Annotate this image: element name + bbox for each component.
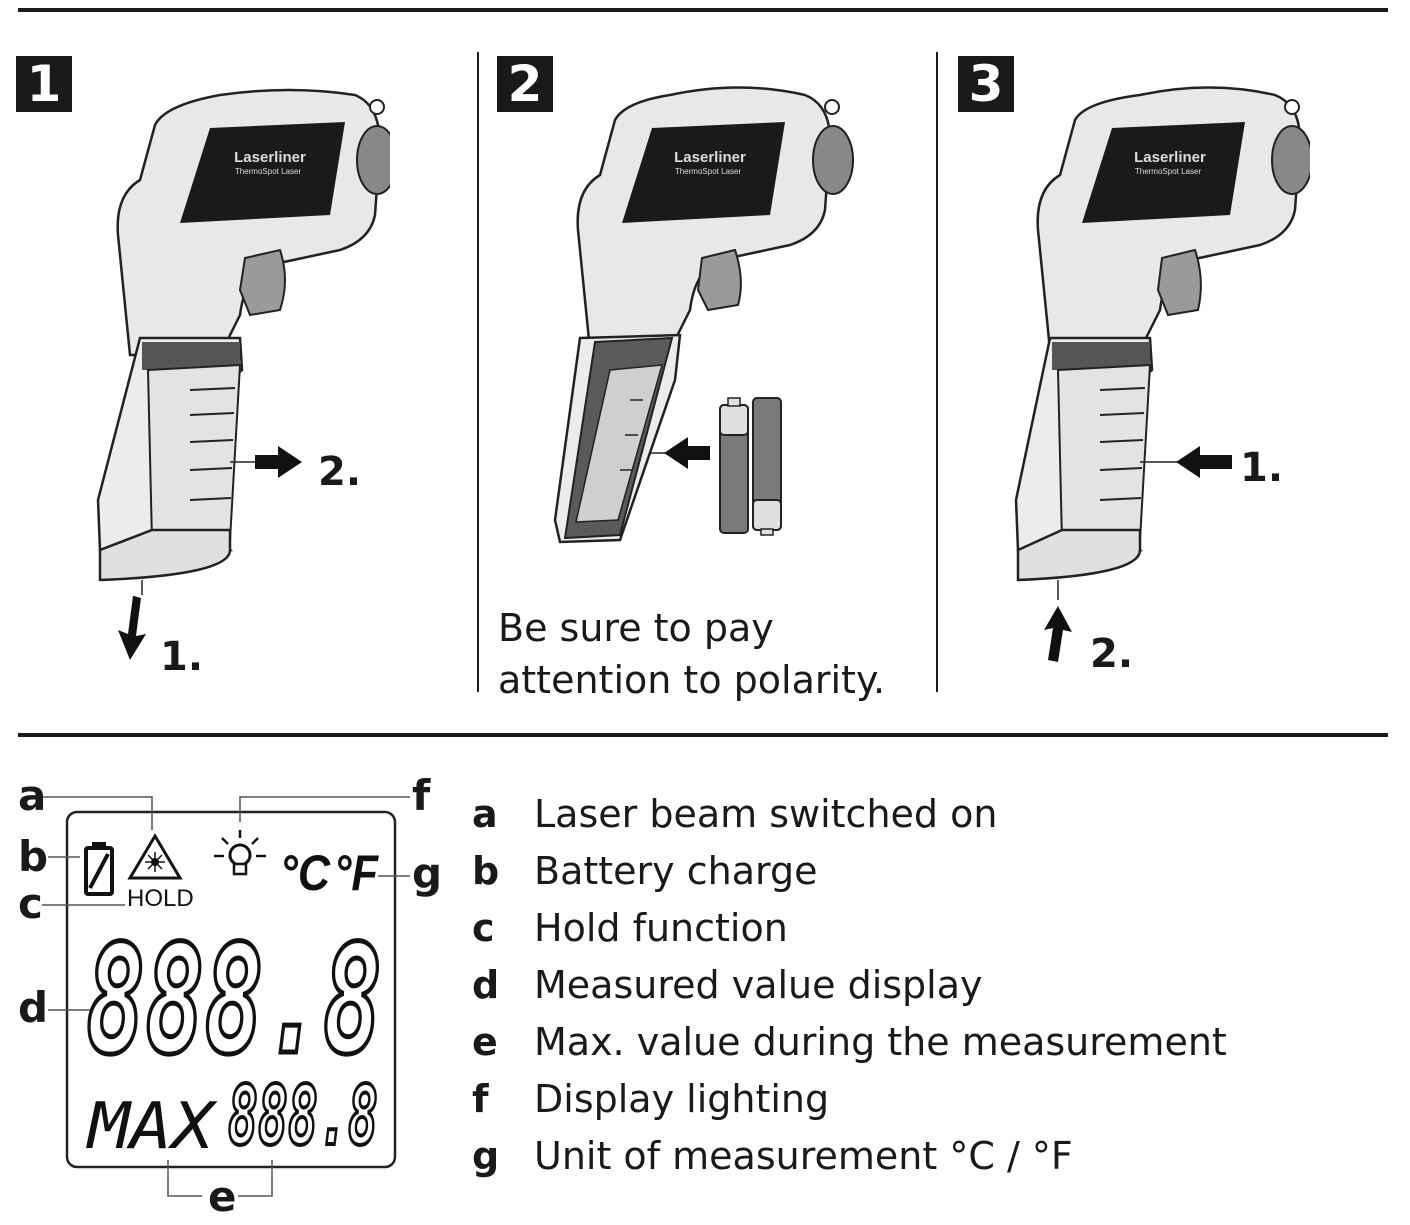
step-2-brand: Laserliner [674, 149, 746, 166]
middle-rule [18, 733, 1388, 737]
legend-key: a [472, 792, 498, 836]
divider-1-2 [477, 52, 479, 692]
legend-key: c [472, 906, 495, 950]
divider-2-3 [936, 52, 938, 692]
lcd-display: HOLD °C °F 888.8 MAX 888.8 [42, 796, 410, 1197]
lcd-label-g: g [412, 849, 443, 898]
top-rule [18, 8, 1388, 12]
legend-text: Hold function [534, 906, 788, 950]
step-1-brand: Laserliner [234, 149, 306, 166]
polarity-note-line-2: attention to polarity. [498, 658, 886, 702]
polarity-note-line-1: Be sure to pay [498, 606, 774, 650]
step-1-label-1: 1. [160, 634, 204, 680]
legend-key: b [472, 849, 500, 893]
lcd-label-f: f [412, 771, 431, 820]
polarity-note: Be sure to pay attention to polarity. [498, 602, 918, 706]
legend-text: Unit of measurement °C / °F [534, 1134, 1073, 1178]
step-1-model: ThermoSpot Laser [235, 167, 302, 176]
step-3-number: 3 [958, 56, 1014, 112]
unit-celsius: °C [280, 845, 331, 901]
lcd-label-e: e [208, 1172, 237, 1221]
lcd-label-a: a [18, 771, 47, 820]
step-3-label-1: 1. [1240, 445, 1284, 491]
legend-text: Laser beam switched on [534, 792, 998, 836]
step-3-model: ThermoSpot Laser [1135, 167, 1202, 176]
step-3-brand: Laserliner [1134, 149, 1206, 166]
lcd-label-c: c [18, 879, 43, 928]
hold-indicator: HOLD [127, 885, 194, 912]
step-3-label-2: 2. [1090, 631, 1134, 677]
unit-fahrenheit: °F [334, 845, 379, 901]
step-1-down-arrow [118, 596, 146, 660]
step-3-up-arrow [1044, 606, 1072, 662]
lcd-label-d: d [18, 983, 49, 1032]
step-2-illustration: Laserliner ThermoSpot Laser [553, 86, 854, 544]
legend-key: g [472, 1134, 500, 1178]
step-2-model: ThermoSpot Laser [675, 167, 742, 176]
step-2-number: 2 [497, 56, 553, 112]
max-value-digits: 888.8 [228, 1069, 378, 1164]
legend-text: Display lighting [534, 1077, 830, 1121]
step-1-label-2: 2. [318, 449, 362, 495]
main-value-digits: 888.8 [86, 914, 382, 1088]
step-1-illustration: Laserliner ThermoSpot Laser [96, 88, 390, 595]
legend-text: Battery charge [534, 849, 818, 893]
max-indicator: MAX [86, 1090, 218, 1164]
laser-warning-icon [127, 833, 183, 880]
lightbulb-icon [214, 830, 266, 876]
lcd-label-b: b [18, 832, 49, 881]
step-3-illustration: Laserliner ThermoSpot Laser [1014, 86, 1310, 600]
legend-key: e [472, 1020, 498, 1064]
legend-text: Measured value display [534, 963, 983, 1007]
legend-text: Max. value during the measurement [534, 1020, 1227, 1064]
legend-key: d [472, 963, 500, 1007]
step-1-number: 1 [16, 56, 72, 112]
legend-key: f [472, 1077, 489, 1121]
